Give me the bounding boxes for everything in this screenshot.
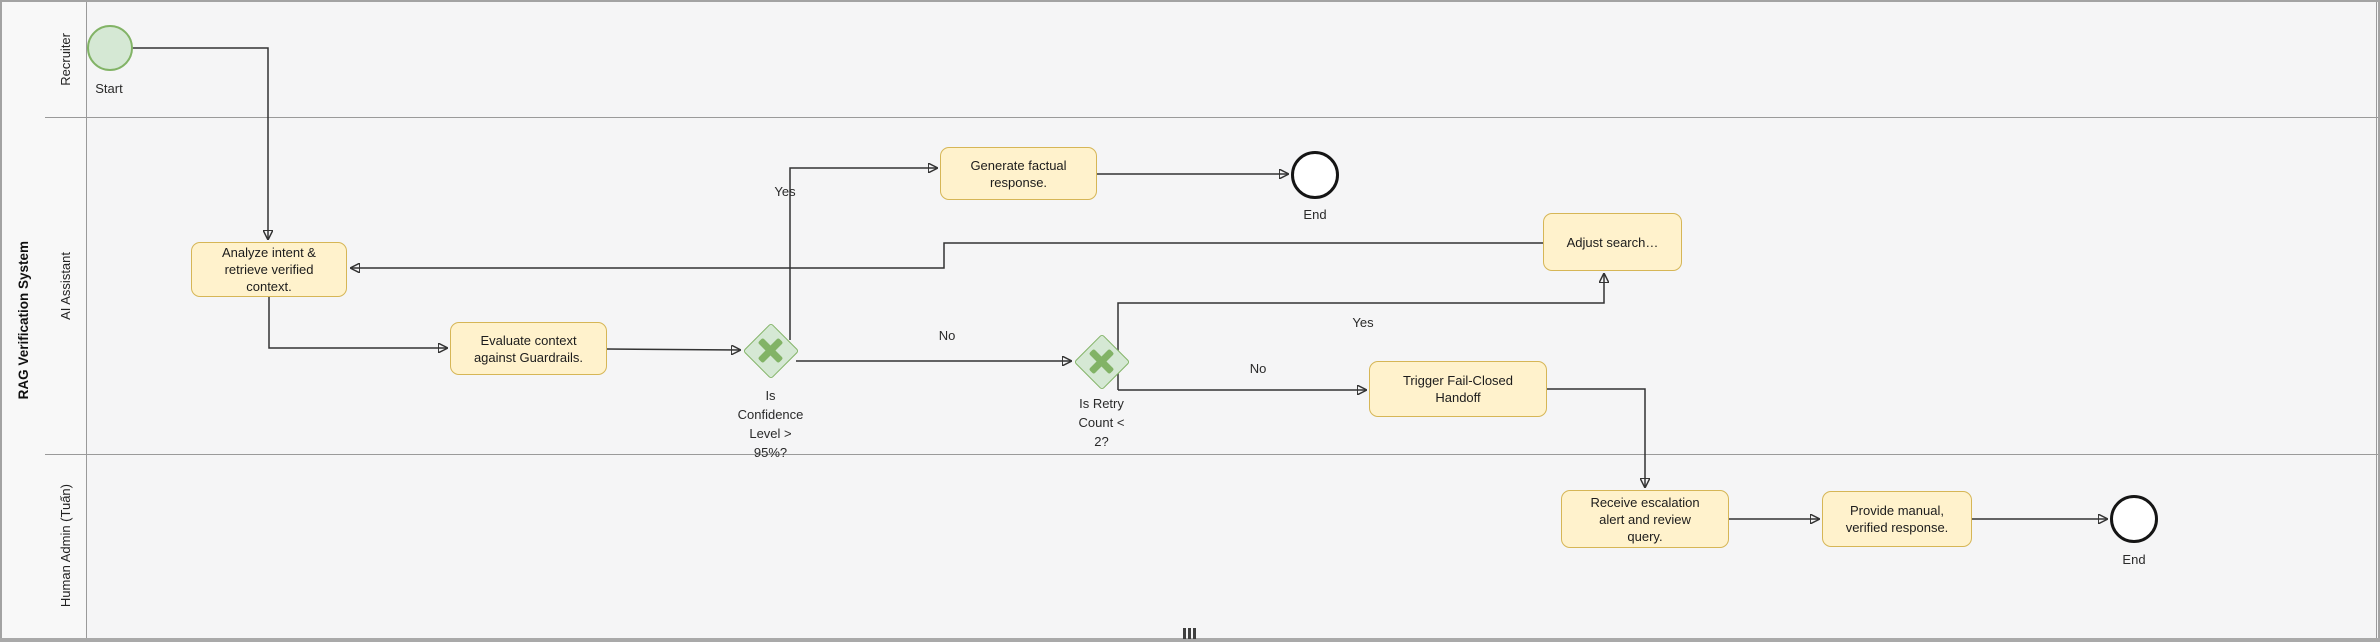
edge-label-retry-no: No xyxy=(1249,361,1267,376)
end-event-ai-label: End xyxy=(1303,207,1327,222)
task-analyze-intent[interactable]: Analyze intent & retrieve verified conte… xyxy=(191,242,347,297)
end-event-human-label: End xyxy=(2122,552,2146,567)
pool-right-border xyxy=(2376,2,2377,638)
edge-trigger-to-receive[interactable] xyxy=(1547,388,1645,487)
edge-start-to-analyze[interactable] xyxy=(132,47,268,239)
end-event-ai[interactable] xyxy=(1291,151,1339,199)
lane-resize-handle-icon[interactable] xyxy=(1183,628,1198,639)
canvas-border-top xyxy=(0,0,2380,2)
task-generate-response[interactable]: Generate factual response. xyxy=(940,147,1097,200)
task-receive-escalation[interactable]: Receive escalation alert and review quer… xyxy=(1561,490,1729,548)
gateway-retry-label: Is Retry Count < 2? xyxy=(1078,396,1125,449)
edge-evaluate-to-gateway-confidence[interactable] xyxy=(606,349,740,350)
edge-label-retry-yes: Yes xyxy=(1352,315,1374,330)
canvas-border-left xyxy=(0,0,2,642)
lane-divider-recruiter-ai xyxy=(45,117,2378,118)
gateway-confidence-level[interactable] xyxy=(742,322,799,379)
canvas-border-right xyxy=(2378,0,2380,642)
edge-analyze-to-evaluate[interactable] xyxy=(268,297,447,348)
lane-label-recruiter[interactable]: Recruiter xyxy=(45,2,87,117)
lane-divider-ai-human xyxy=(45,454,2378,455)
task-trigger-handoff[interactable]: Trigger Fail-Closed Handoff xyxy=(1369,361,1547,417)
task-evaluate-context[interactable]: Evaluate context against Guardrails. xyxy=(450,322,607,375)
gateway-confidence-label: Is Confidence Level > 95%? xyxy=(737,388,804,460)
task-provide-manual[interactable]: Provide manual, verified response. xyxy=(1822,491,1972,547)
lane-label-ai-assistant[interactable]: AI Assistant xyxy=(45,117,87,454)
gateway-retry-count[interactable] xyxy=(1073,333,1130,390)
edge-label-confidence-yes: Yes xyxy=(774,184,796,199)
edge-adjust-to-analyze[interactable] xyxy=(351,242,1543,268)
canvas-border-bottom xyxy=(0,638,2380,642)
edge-label-confidence-no: No xyxy=(938,328,956,343)
edge-retry-yes-to-adjust[interactable] xyxy=(1117,274,1604,390)
start-event-label: Start xyxy=(95,81,123,96)
lane-label-human-admin[interactable]: Human Admin (Tuấn) xyxy=(45,454,87,638)
edge-confidence-yes-to-generate[interactable] xyxy=(789,168,937,340)
end-event-human[interactable] xyxy=(2110,495,2158,543)
start-event[interactable] xyxy=(87,25,133,71)
task-adjust-search[interactable]: Adjust search… xyxy=(1543,213,1682,271)
